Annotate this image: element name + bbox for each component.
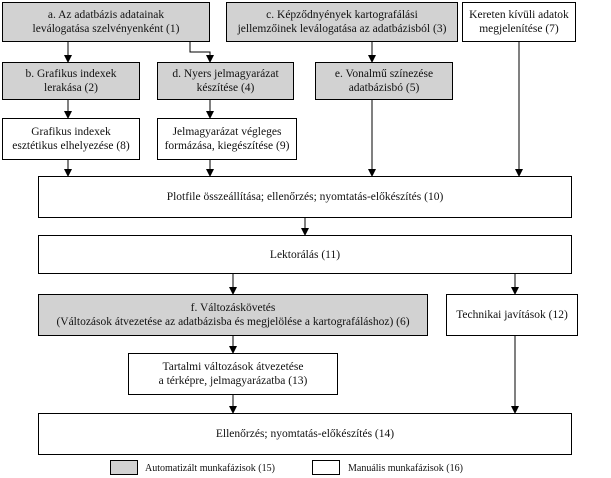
box-l11-text: Lektorálás (11) [269,248,341,261]
box-a-adatok-levalogatasa: a. Az adatbázis adatainak leválogatása s… [2,2,210,42]
box-k-line2: megjelenítése (7) [479,23,559,35]
box-d-line1: d. Nyers jelmagyarázat [172,68,279,80]
box-c-line1: c. Képződnyények kartografálási [266,9,418,21]
box-kereten-kivuli-adatok: Kereten kívüli adatok megjelenítése (7) [462,2,576,42]
box-c-jellemzok-levalogatasa: c. Képződnyények kartografálási jellemző… [226,2,458,42]
box-d-nyers-jelmagyarazat: d. Nyers jelmagyarázat készítése (4) [157,62,294,100]
box-f6-line1: f. Változáskövetés [190,302,276,314]
box-j9-line1: Jelmagyarázat végleges [172,126,282,138]
box-p10-text: Plotfile összeállítása; ellenőrzés; nyom… [166,191,444,203]
box-lektoralas: Lektorálás (11) [38,235,572,274]
box-e-line1: e. Vonalmű színezése [334,68,434,80]
legend-swatch-manual [312,460,340,475]
box-f-valtozaskovetes: f. Változáskövetés (Változások átvezetés… [38,294,428,336]
box-k-line1: Kereten kívüli adatok [469,9,569,21]
box-plotfile-osszeallitasa: Plotfile összeállítása; ellenőrzés; nyom… [38,176,572,218]
box-e-line2: adatbázisbó (5) [348,82,420,94]
box-e14-text: Ellenőrzés; nyomtatás-előkészítés (14) [215,428,395,440]
box-t12-text: Technikai javítások (12) [456,309,568,321]
arrow-a-to-d [189,42,214,63]
box-b-grafikus-indexek: b. Grafikus indexek lerakása (2) [2,62,140,100]
box-a-line2: leválogatása szelvényenként (1) [32,23,180,35]
box-jelmagyarazat-formazasa: Jelmagyarázat végleges formázása, kiegés… [157,118,297,160]
box-a-line1: a. Az adatbázis adatainak [47,9,165,21]
box-b-line2: lerakása (2) [44,82,98,94]
box-grafikus-indexek-elhelyezese: Grafikus indexek esztétikus elhelyezése … [2,118,140,160]
box-g8-line2: esztétikus elhelyezése (8) [12,140,130,152]
box-technikai-javitasok: Technikai javítások (12) [446,294,578,336]
box-e-vonalmu-szinezese: e. Vonalmű színezése adatbázisbó (5) [315,62,453,100]
legend-label-automatic: Automatizált munkafázisok (15) [145,463,275,474]
box-j9-line2: formázása, kiegészítése (9) [164,140,290,152]
legend-swatch-automatic [110,460,138,475]
box-t13-line2: a térképre, jelmagyarázatba (13) [158,375,308,387]
box-ellenorzes-nyomtatas: Ellenőrzés; nyomtatás-előkészítés (14) [38,413,572,455]
box-b-line1: b. Grafikus indexek [25,68,117,80]
box-c-line2: jellemzőinek leválogatása az adatbázisbó… [237,23,447,35]
box-f6-line2: (Változások átvezetése az adatbázisba és… [56,316,410,328]
box-t13-line1: Tartalmi változások átvezetése [162,361,304,373]
box-d-line2: készítése (4) [196,82,255,94]
box-g8-line1: Grafikus indexek [31,126,111,138]
legend-label-manual: Manuális munkafázisok (16) [348,463,463,474]
box-tartalmi-valtozasok: Tartalmi változások átvezetése a térképr… [128,353,338,395]
